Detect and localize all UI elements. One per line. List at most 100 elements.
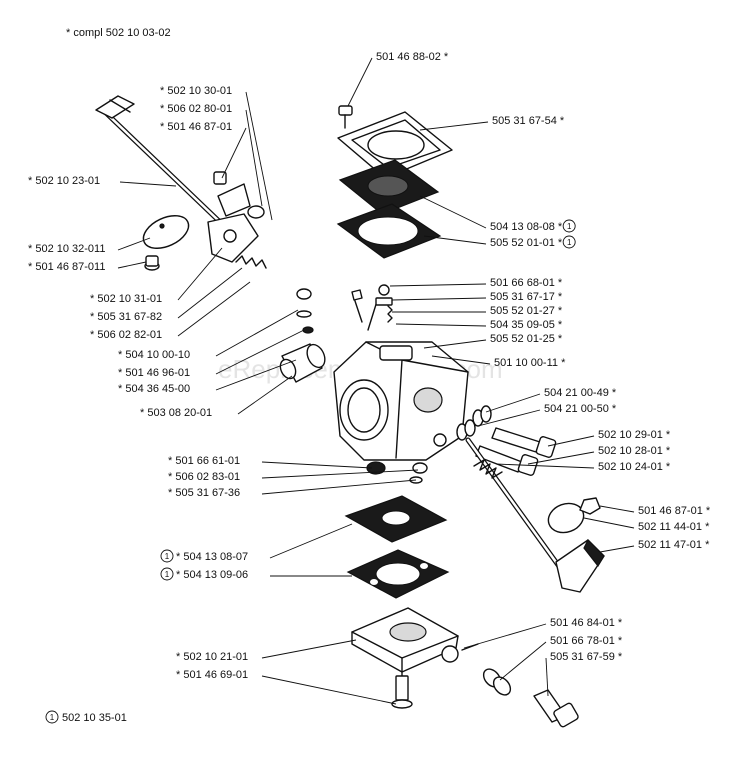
part-label: * 501 46 87-011 [28, 261, 105, 273]
leader-line [431, 355, 491, 365]
leader-line [261, 675, 397, 705]
marker-circle [160, 567, 174, 581]
part-label: * 504 36 45-00 [118, 383, 190, 395]
part-label: 505 31 67-59 * [550, 651, 623, 663]
marker-number: 1 [567, 222, 572, 231]
leader-line [423, 339, 487, 349]
leader-line [423, 235, 487, 245]
part-label: * 505 31 67-82 [90, 311, 162, 323]
leader-line [215, 359, 297, 391]
footer-note-text: 502 10 35-01 [62, 712, 127, 724]
throttle-valve [142, 215, 190, 249]
part-label: 504 21 00-49 * [544, 387, 617, 399]
leader-line [495, 463, 595, 469]
leader-line [599, 545, 635, 553]
screw-top [338, 105, 353, 129]
body-small-parts [366, 461, 428, 484]
leader-line [547, 435, 595, 447]
metering-cover [351, 607, 459, 673]
leader-line [583, 517, 635, 529]
part-label: 505 52 01-27 * [490, 305, 563, 317]
part-label: * 504 13 08-07 [176, 551, 248, 563]
leader-lines [117, 57, 635, 705]
part-label: 501 46 88-02 * [376, 51, 449, 63]
small-parts-left [296, 288, 314, 334]
part-label: * 503 08 20-01 [140, 407, 212, 419]
part-label: * 502 10 21-01 [176, 651, 248, 663]
leader-line [215, 329, 305, 375]
carburetor-body [333, 341, 469, 461]
pump-diaphragm [338, 159, 440, 215]
leader-line [545, 657, 549, 697]
leader-line [477, 409, 541, 427]
footer-note: 1 502 10 35-01 [45, 710, 127, 724]
leader-line [261, 469, 419, 479]
part-label: 502 10 29-01 * [598, 429, 671, 441]
header-note: * compl 502 10 03-02 [66, 27, 171, 39]
leader-line [117, 261, 147, 269]
part-label: * 504 13 09-06 [176, 569, 248, 581]
part-label: 502 10 28-01 * [598, 445, 671, 457]
marker-circle [562, 235, 576, 249]
part-label: * 502 10 30-01 [160, 85, 232, 97]
marker-number: 1 [165, 570, 170, 579]
inlet-needle-assembly [351, 284, 427, 354]
leader-line [389, 283, 487, 287]
metering-diaphragm [344, 495, 448, 543]
part-label: 504 13 08-08 * [490, 221, 563, 233]
pump-cover [337, 111, 453, 179]
part-label: * 504 10 00-10 [118, 349, 190, 361]
throttle-shaft [95, 95, 223, 225]
part-label: 505 52 01-25 * [490, 333, 563, 345]
part-label: * 501 46 69-01 [176, 669, 248, 681]
marker-circle [160, 549, 174, 563]
part-label: * 502 10 31-01 [90, 293, 162, 305]
part-label: * 501 46 87-01 [160, 121, 232, 133]
leader-line [347, 57, 373, 107]
part-label: * 505 31 67-36 [168, 487, 240, 499]
part-label: * 506 02 82-01 [90, 329, 162, 341]
leader-line [269, 523, 353, 559]
part-label: 502 11 44-01 * [638, 521, 710, 533]
choke-shaft [465, 437, 569, 579]
leader-line [463, 623, 547, 649]
leader-line [119, 181, 177, 187]
side-fittings [461, 643, 579, 728]
adjust-springs [456, 405, 492, 441]
leader-line [177, 267, 243, 319]
leader-line [245, 109, 263, 207]
leader-line [177, 281, 251, 337]
marker-circle [562, 219, 576, 233]
leader-line [261, 461, 373, 469]
part-label: 501 46 84-01 * [550, 617, 623, 629]
leader-line [215, 309, 299, 357]
part-label: 502 11 47-01 * [638, 539, 710, 551]
leader-line [261, 479, 417, 495]
metering-gasket [346, 549, 450, 599]
footer-marker-circle [45, 710, 59, 724]
leader-line [177, 247, 223, 301]
leader-line [419, 195, 487, 229]
marker-number: 1 [567, 238, 572, 247]
fuel-inlet [279, 343, 326, 383]
leader-line [237, 375, 293, 415]
part-label: 502 10 24-01 * [598, 461, 671, 473]
part-label: 501 66 68-01 * [490, 277, 563, 289]
part-label: * 506 02 83-01 [168, 471, 240, 483]
part-label: 505 52 01-01 * [490, 237, 563, 249]
part-label: * 501 46 96-01 [118, 367, 190, 379]
part-label: * 501 66 61-01 [168, 455, 240, 467]
part-label: * 502 10 32-011 [28, 243, 105, 255]
part-label: 505 31 67-17 * [490, 291, 563, 303]
footer-marker: 1 [50, 713, 55, 722]
leader-line [221, 127, 247, 179]
part-label: 501 10 00-11 * [494, 357, 566, 369]
screw-bottom [391, 671, 413, 709]
part-label: 505 31 67-54 * [492, 115, 565, 127]
leader-line [117, 237, 151, 251]
leader-line [261, 639, 357, 659]
part-label: * 506 02 80-01 [160, 103, 232, 115]
part-label: 504 35 09-05 * [490, 319, 563, 331]
